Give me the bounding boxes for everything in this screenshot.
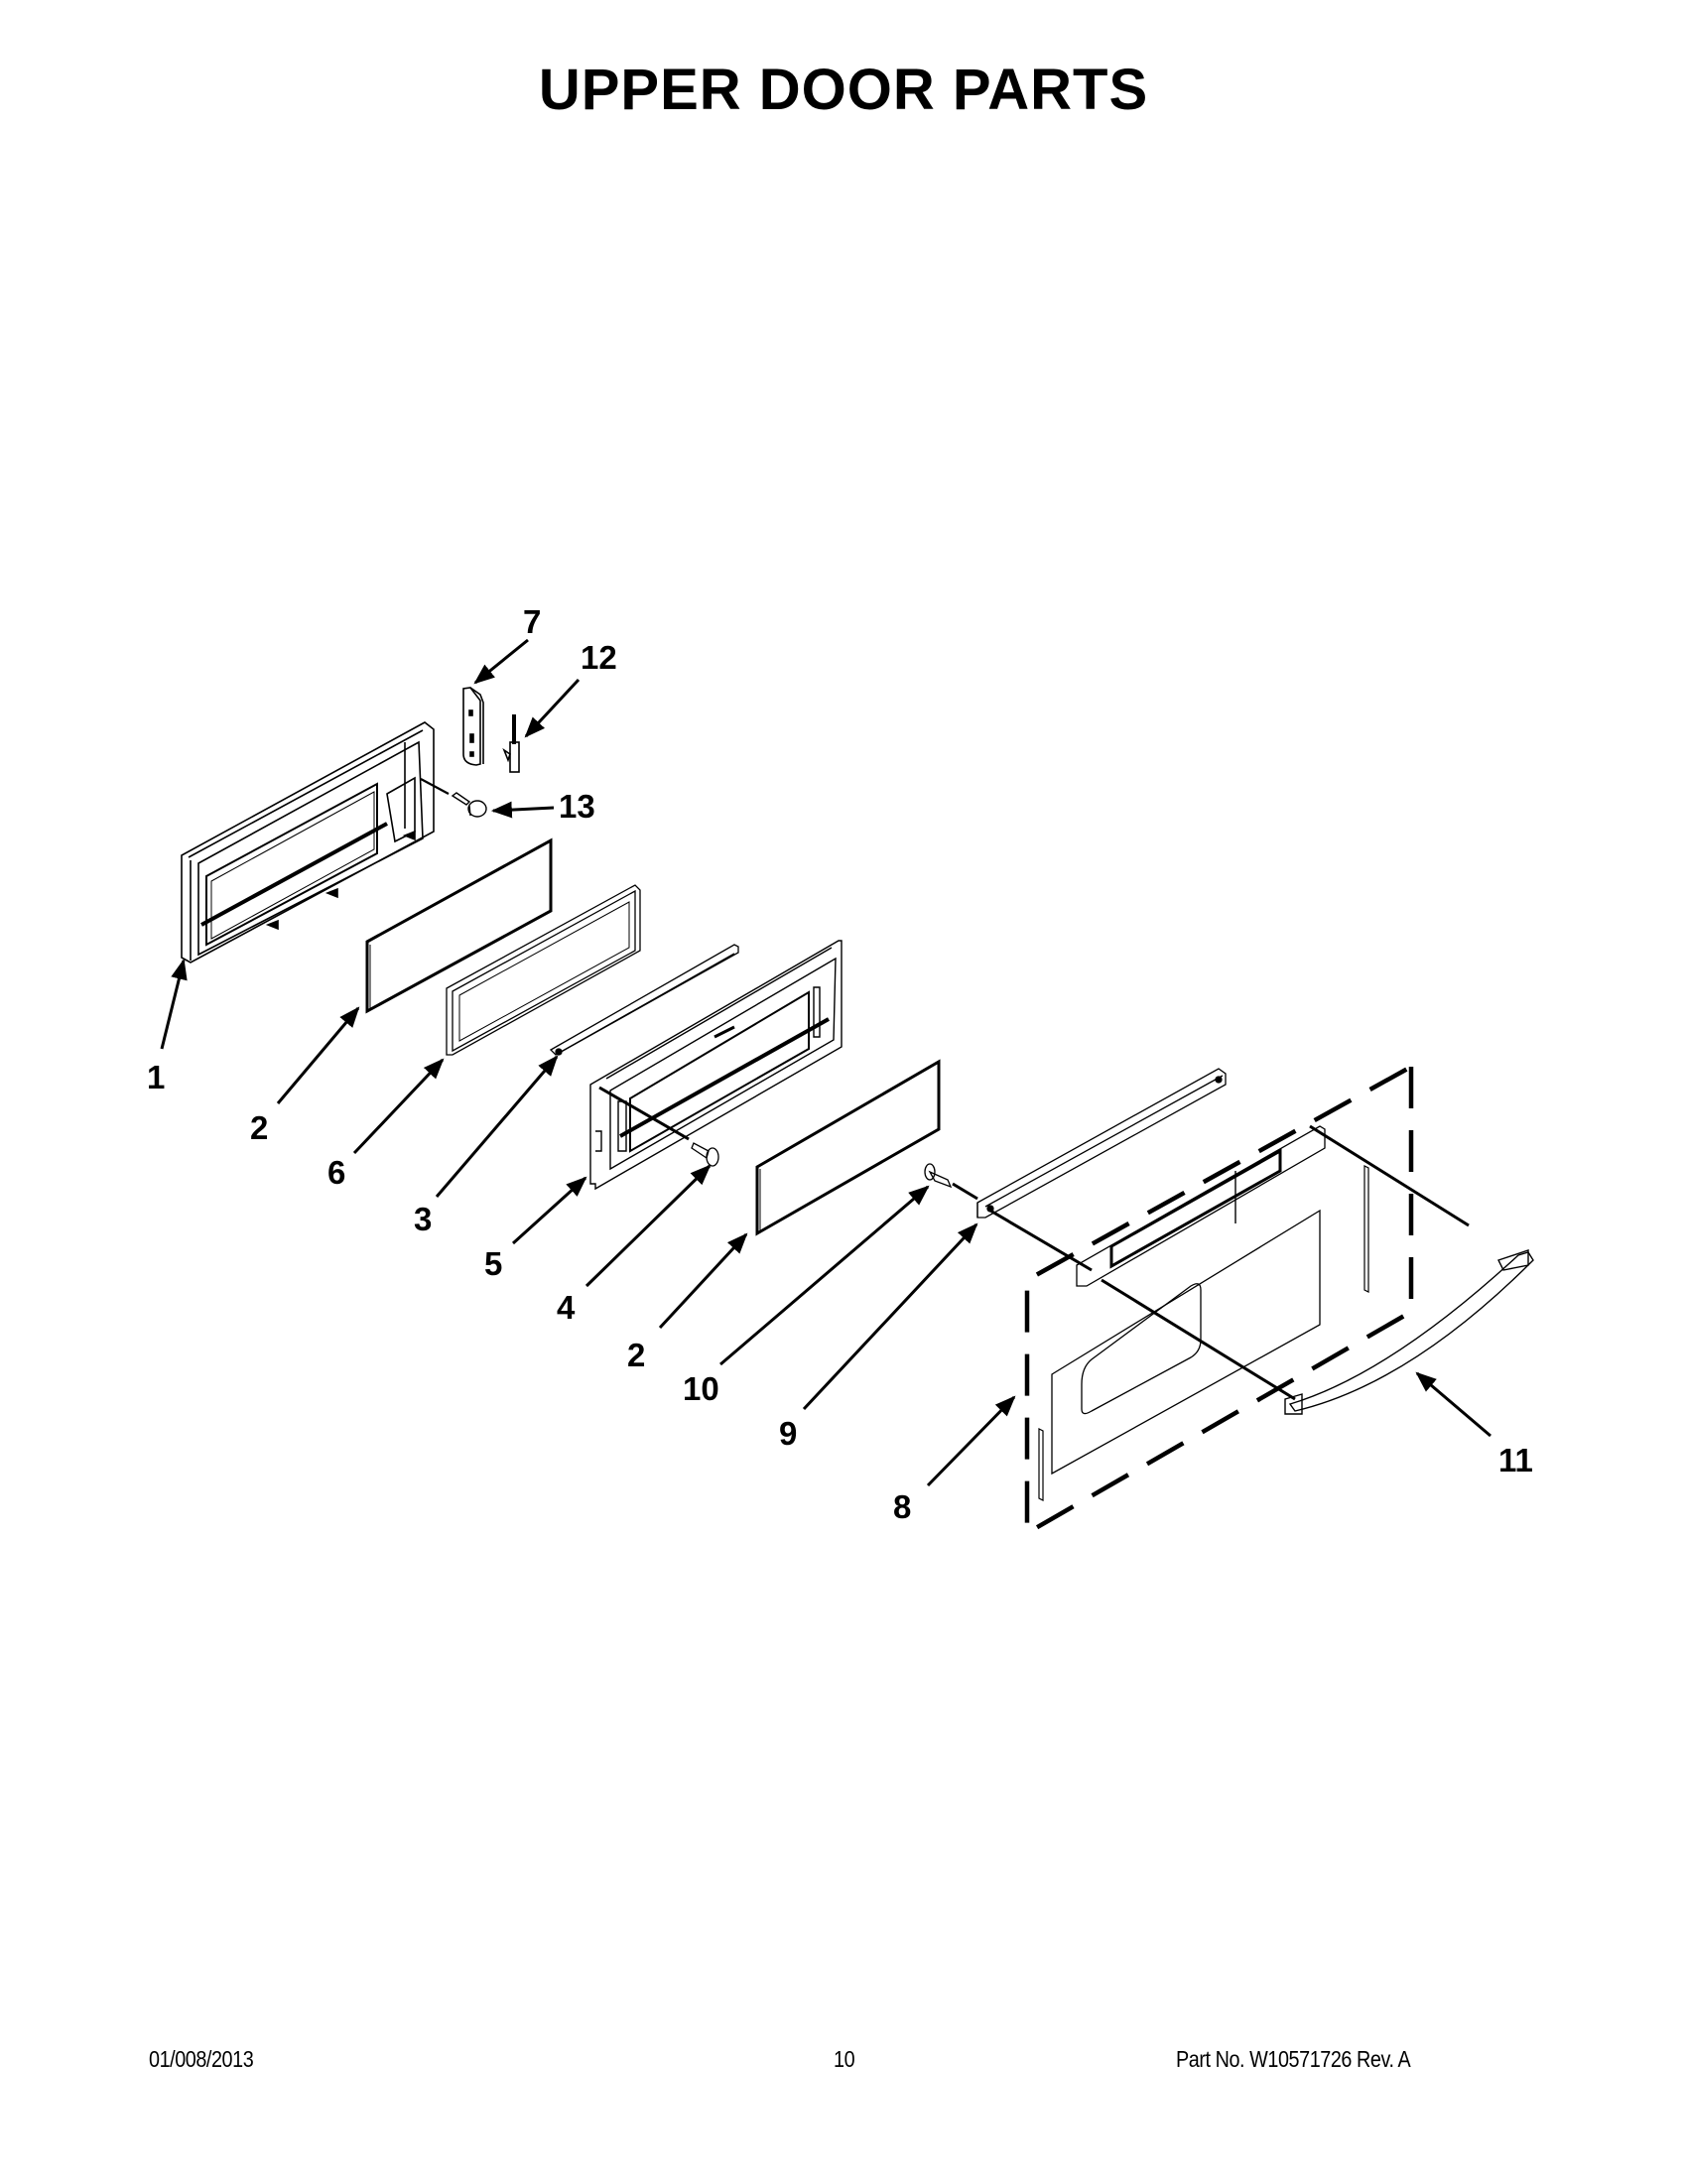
callout-labels: 1 2 6 3 5 4 2 10 9 8 11 7 12 13 <box>147 603 1533 1525</box>
callout-9: 9 <box>779 1415 797 1452</box>
part-glass-panel-2 <box>755 1059 941 1236</box>
part-glass-pack-frame <box>446 884 641 1056</box>
callout-7: 7 <box>523 603 541 640</box>
callout-12: 12 <box>581 639 617 676</box>
footer-page-number: 10 <box>834 2046 855 2072</box>
page-title: UPPER DOOR PARTS <box>538 58 1149 122</box>
callout-2b: 2 <box>627 1337 645 1373</box>
footer-part-number: Part No. W10571726 Rev. A <box>1176 2046 1411 2072</box>
callout-6: 6 <box>327 1154 345 1191</box>
part-hinge-bracket <box>462 687 484 766</box>
callout-3: 3 <box>414 1201 432 1237</box>
part-screw <box>691 1142 719 1167</box>
part-glass-panel-1 <box>365 837 553 1014</box>
part-inner-door-frame <box>181 721 435 964</box>
part-handle-screw <box>924 1163 978 1201</box>
part-door-handle <box>1284 1249 1534 1415</box>
part-outer-door-panel <box>1024 1063 1470 1537</box>
callout-13: 13 <box>559 788 595 825</box>
callout-5: 5 <box>484 1245 502 1282</box>
part-door-liner-frame <box>589 940 843 1191</box>
callout-2a: 2 <box>250 1109 268 1146</box>
footer-date: 01/008/2013 <box>149 2046 254 2072</box>
callout-11: 11 <box>1498 1442 1533 1478</box>
leader-lines <box>160 638 1492 1487</box>
callout-4: 4 <box>557 1289 576 1326</box>
part-retainer-strip <box>549 944 739 1056</box>
part-bumper <box>420 778 487 818</box>
callout-8: 8 <box>893 1488 911 1525</box>
callout-1: 1 <box>147 1059 165 1095</box>
part-top-trim-rail <box>976 1068 1227 1272</box>
part-latch-pin <box>502 714 520 773</box>
callout-10: 10 <box>683 1370 719 1407</box>
